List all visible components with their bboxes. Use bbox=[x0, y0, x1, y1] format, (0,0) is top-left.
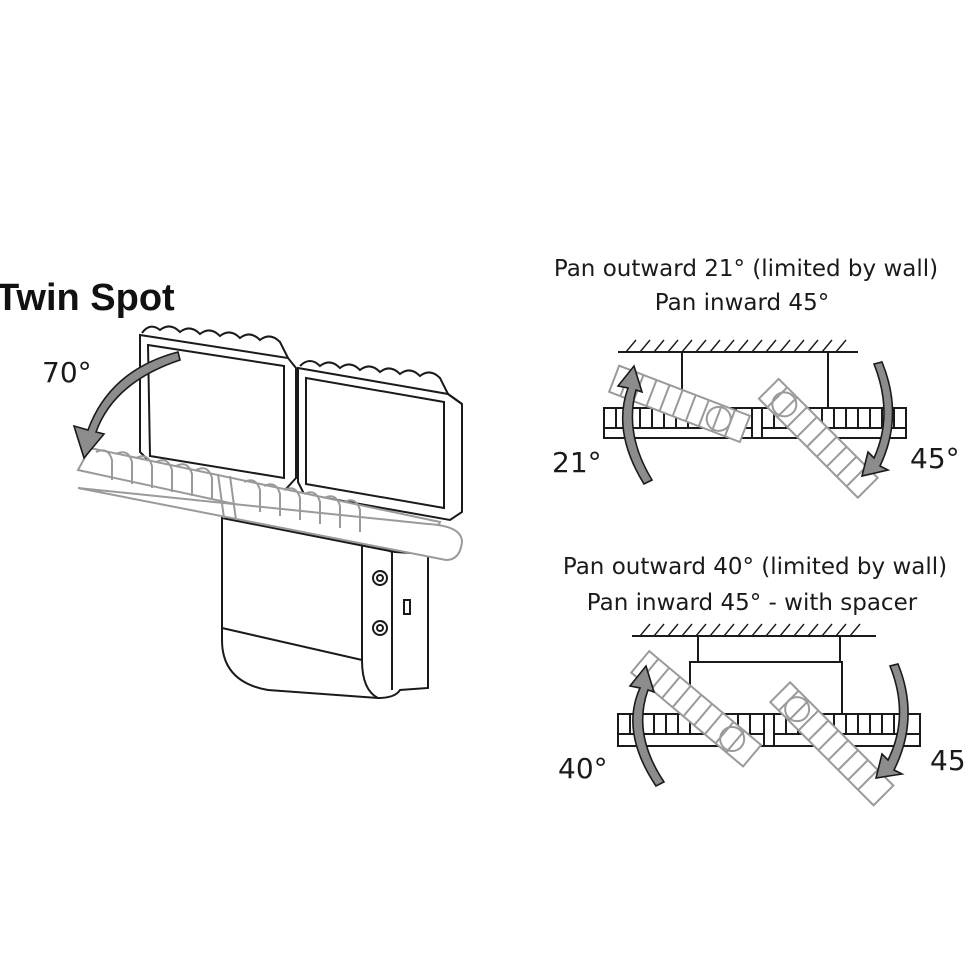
sensor-slot-icon bbox=[403, 599, 411, 615]
pan-inward-arrow-icon bbox=[860, 361, 894, 478]
mount-screw-icon bbox=[372, 570, 388, 586]
scenario-2-lamps bbox=[617, 713, 921, 747]
tilt-angle-label: 70° bbox=[42, 356, 92, 389]
scenario-2-inward-angle: 45 bbox=[930, 744, 966, 777]
wall-hatching bbox=[618, 339, 858, 353]
twin-spot-illustration bbox=[72, 325, 464, 700]
pan-inward-arrow-icon bbox=[874, 663, 909, 779]
scenario-2-outward-angle: 40° bbox=[558, 752, 608, 785]
tilt-arrow-icon bbox=[72, 351, 181, 460]
pan-outward-arrow-icon bbox=[616, 364, 654, 486]
scenario-1-line-1: Pan outward 21° (limited by wall) bbox=[554, 256, 938, 282]
spacer bbox=[697, 635, 841, 663]
scenario-1-diagram: Pan outward 21° (limited by wall) Pan in… bbox=[552, 256, 960, 500]
wall-mount-base bbox=[221, 516, 429, 700]
scenario-2-line-2: Pan inward 45° - with spacer bbox=[587, 590, 918, 616]
scenario-1-line-2: Pan inward 45° bbox=[655, 290, 829, 316]
scenario-1-ghost-right bbox=[757, 377, 880, 500]
wall-hatching bbox=[632, 623, 876, 637]
pan-outward-arrow-icon bbox=[628, 664, 666, 788]
scenario-1-inward-angle: 45° bbox=[910, 442, 960, 475]
right-lamp-head bbox=[297, 360, 463, 522]
scenario-1-outward-angle: 21° bbox=[552, 446, 602, 479]
scenario-2-ghost-left bbox=[629, 649, 763, 768]
scenario-1-lamps bbox=[603, 407, 907, 439]
left-lamp-head bbox=[139, 325, 297, 492]
scenario-2-line-1: Pan outward 40° (limited by wall) bbox=[563, 554, 947, 580]
scenario-2-diagram: Pan outward 40° (limited by wall) Pan in… bbox=[558, 554, 966, 807]
product-title: Twin Spot bbox=[0, 277, 175, 319]
mount-screw-icon bbox=[372, 620, 388, 636]
scenario-2-ghost-right bbox=[768, 680, 895, 807]
